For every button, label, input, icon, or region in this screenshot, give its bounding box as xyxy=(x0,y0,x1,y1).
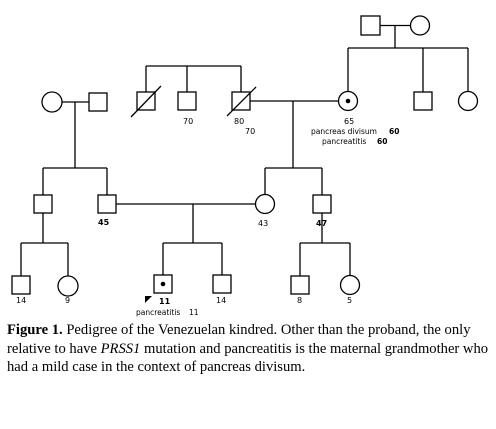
age-label: 14 xyxy=(16,296,26,305)
gene-name: PRSS1 xyxy=(100,340,141,357)
deceased-slash xyxy=(130,85,162,118)
age-label: 45 xyxy=(98,218,110,227)
cousin-female-circle xyxy=(57,275,79,297)
phenotype-age: 60 xyxy=(389,127,399,136)
phenotype-note: pancreatitis xyxy=(136,308,180,317)
proband-arrow-icon xyxy=(145,296,152,303)
carrier-dot xyxy=(160,281,166,287)
caption-text: Pedigree of the Venezuelan kindred. Othe… xyxy=(7,322,471,357)
age-label: 5 xyxy=(347,296,352,305)
cousin-male-square xyxy=(290,275,310,295)
age-label: 70 xyxy=(245,127,255,136)
caption-text: mutation and pancreatitis is the materna… xyxy=(7,340,489,376)
phenotype-age: 60 xyxy=(377,137,387,146)
phenotype-note: pancreatitis xyxy=(322,137,366,146)
figure-label: Figure 1. xyxy=(7,322,63,338)
age-label: 14 xyxy=(216,296,226,305)
age-label: 8 xyxy=(297,296,302,305)
male-square xyxy=(177,91,197,111)
gen2-left-sibship: 70 80 70 xyxy=(130,65,257,136)
father-square xyxy=(97,194,117,214)
great-grandmother-circle xyxy=(409,15,431,36)
great-uncle-square xyxy=(413,91,433,111)
cousin-female-circle xyxy=(339,274,361,296)
cousin-male-square xyxy=(11,275,31,295)
paternal-grandfather-square xyxy=(88,92,108,112)
maternal-uncle-square xyxy=(312,194,332,214)
deceased-slash xyxy=(226,86,257,117)
figure-caption: Figure 1. Pedigree of the Venezuelan kin… xyxy=(7,321,493,377)
age-label: 70 xyxy=(183,117,193,126)
phenotype-note: pancreas divisum xyxy=(311,127,377,136)
brother-square xyxy=(212,274,232,294)
mother-circle xyxy=(254,193,276,215)
age-label: 65 xyxy=(344,117,354,126)
carrier-dot xyxy=(345,98,351,104)
pedigree-diagram: 70 80 70 65 pancreas divisum 60 pancreat… xyxy=(11,15,479,317)
paternal-uncle-square xyxy=(33,194,53,214)
maternal-grandparents: 65 pancreas divisum 60 pancreatitis 60 xyxy=(250,90,399,195)
phenotype-age: 11 xyxy=(189,308,199,317)
age-label: 80 xyxy=(234,117,244,126)
paternal-grandmother-circle xyxy=(41,91,63,113)
great-grandfather-square xyxy=(360,15,381,36)
great-grandparents-couple xyxy=(347,15,469,92)
age-label: 43 xyxy=(258,219,268,228)
paternal-grandparents xyxy=(41,91,108,195)
age-label: 11 xyxy=(159,297,171,306)
age-label: 9 xyxy=(65,296,70,305)
great-aunt-circle xyxy=(457,90,479,112)
deceased-grandfather-square xyxy=(231,91,251,111)
